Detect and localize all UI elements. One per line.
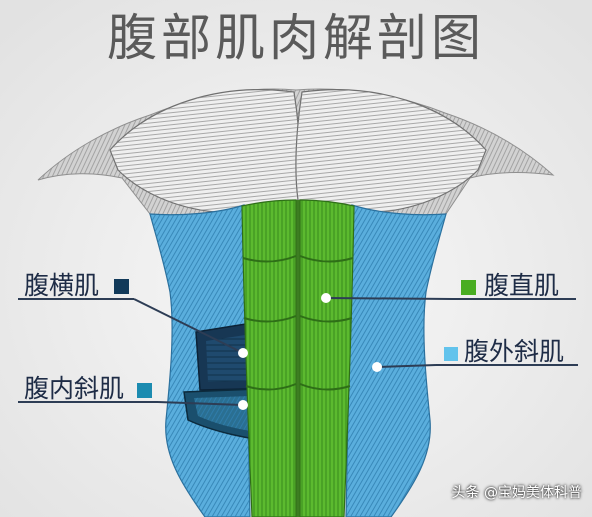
- page-title: 腹部肌肉解剖图: [107, 9, 485, 67]
- rectus-leader-line: [325, 297, 453, 300]
- label-transverse-abdominis: 腹横肌: [24, 271, 100, 300]
- label-rectus-abdominis: 腹直肌: [484, 271, 560, 300]
- external-oblique-leader-line: [376, 364, 437, 368]
- tendinous-intersection-2: [243, 315, 353, 323]
- label-external-oblique: 腹外斜肌: [464, 337, 565, 366]
- right-rectus-abdominis-fibers: [300, 200, 354, 517]
- swatch-external-oblique: [444, 347, 458, 361]
- transverse-marker-dot: [238, 348, 248, 358]
- right-external-oblique-fibers: [346, 205, 446, 517]
- external-oblique-marker-dot: [372, 362, 382, 372]
- internal-oblique-marker-dot: [238, 400, 248, 410]
- internal-oblique-leader-line: [157, 401, 244, 406]
- right-pectoral-fibers: [295, 89, 486, 213]
- tendinous-intersection-1: [242, 255, 354, 263]
- transverse-leader-line: [133, 298, 244, 354]
- swatch-transverse-abdominis: [114, 279, 129, 294]
- left-pectoral-fibers: [110, 89, 301, 213]
- left-rectus-abdominis-fibers: [242, 200, 296, 517]
- label-internal-oblique: 腹内斜肌: [24, 374, 125, 403]
- tendinous-intersection-3: [245, 383, 351, 391]
- rectus-marker-dot: [321, 293, 331, 303]
- swatch-internal-oblique: [137, 383, 152, 398]
- watermark: 头条 @宝妈美体科普: [451, 485, 582, 501]
- swatch-rectus-abdominis: [461, 280, 476, 295]
